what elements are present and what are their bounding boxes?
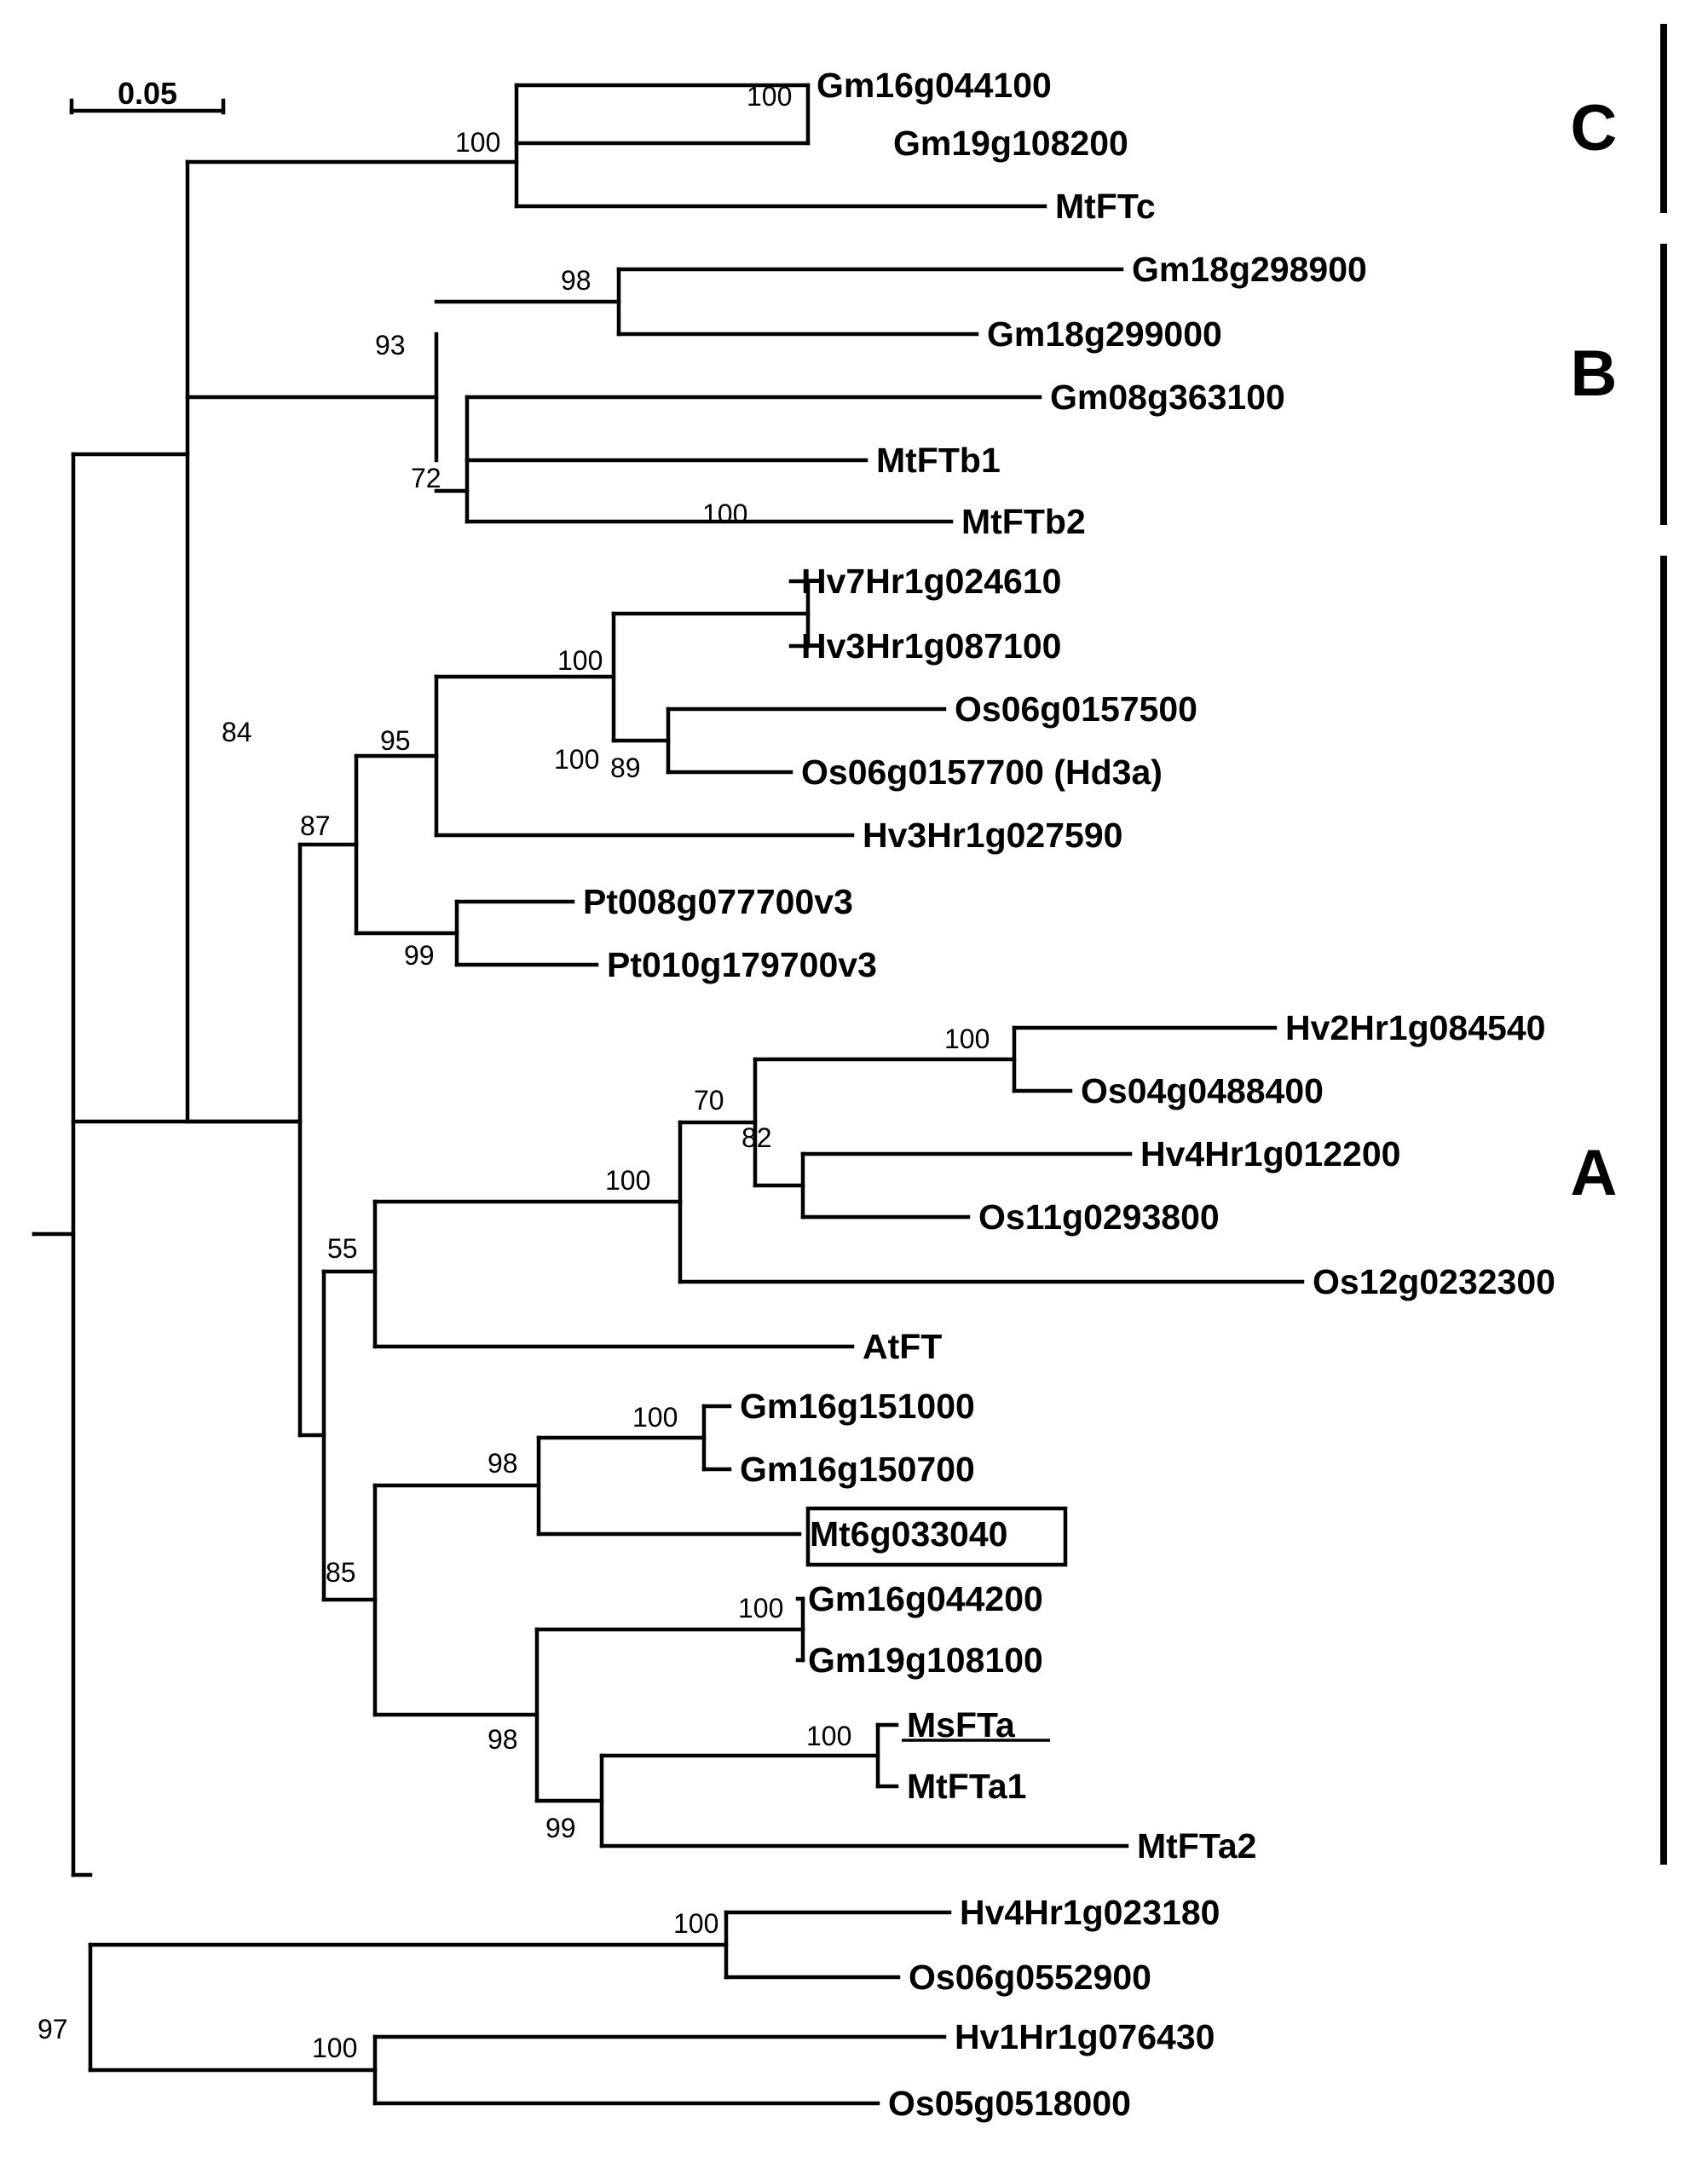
support-value: 98 (561, 265, 591, 296)
leaf-label: Pt008g077700v3 (583, 882, 853, 921)
leaf-label: Os11g0293800 (978, 1197, 1220, 1237)
support-value: 95 (380, 725, 411, 756)
support-value: 99 (545, 1813, 576, 1843)
leaf-label: Gm16g151000 (740, 1387, 975, 1426)
highlight-box (805, 1506, 1068, 1567)
leaf-label: Os04g0488400 (1081, 1071, 1324, 1110)
support-value: 100 (632, 1402, 678, 1433)
support-value: 100 (806, 1721, 851, 1751)
leaf-label: Hv2Hr1g084540 (1285, 1008, 1545, 1047)
support-value: 98 (488, 1448, 518, 1479)
support-value: 100 (605, 1165, 650, 1196)
support-value: 72 (411, 463, 441, 493)
leaf-label: Os12g0232300 (1313, 1262, 1555, 1301)
leaf-label: Pt010g179700v3 (607, 945, 877, 984)
leaf-label: Gm19g108100 (808, 1641, 1043, 1680)
support-value: 100 (747, 81, 792, 112)
scale-bar-label: 0.05 (118, 76, 177, 111)
support-value: 98 (488, 1724, 518, 1755)
support-value: 84 (222, 717, 252, 747)
leaf-label: Mt6g033040 (810, 1514, 1007, 1554)
leaf-label: Os06g0157700 (Hd3a) (801, 753, 1163, 792)
clade-a-letter: A (1571, 1137, 1618, 1209)
leaf-label: Gm16g044200 (808, 1579, 1043, 1618)
support-value: 82 (741, 1122, 772, 1153)
support-value: 100 (944, 1024, 990, 1054)
leaf-label: Hv3Hr1g087100 (801, 626, 1061, 666)
support-value: 100 (557, 645, 603, 676)
support-value: 100 (455, 127, 500, 158)
leaf-label: Gm16g150700 (740, 1450, 975, 1489)
leaf-label: Os06g0157500 (955, 689, 1197, 729)
leaf-label: MsFTa (907, 1705, 1016, 1745)
clade-markers: C B A (1571, 24, 1667, 1865)
leaf-label: MtFTb1 (876, 441, 1001, 480)
leaf-label: AtFT (863, 1327, 942, 1366)
leaf-label: Os05g0518000 (888, 2084, 1131, 2123)
leaf-label: Hv4Hr1g012200 (1140, 1134, 1400, 1174)
support-value: 99 (404, 940, 435, 971)
support-value: 100 (312, 2033, 357, 2063)
leaf-label: MtFTa1 (907, 1767, 1026, 1806)
leaf-label: MtFTa2 (1137, 1826, 1256, 1866)
scale-bar: 0.05 (69, 76, 226, 115)
support-value: 87 (300, 810, 331, 841)
support-value: 55 (327, 1233, 358, 1264)
leaf-label: Gm08g363100 (1050, 378, 1285, 417)
clade-b-letter: B (1571, 337, 1618, 410)
clade-c-letter: C (1571, 92, 1618, 164)
support-value: 100 (554, 744, 599, 775)
leaf-label: Gm18g298900 (1132, 250, 1367, 289)
tree-branches (32, 83, 1305, 2106)
leaf-labels: Gm16g044100Gm19g108200MtFTcGm18g298900Gm… (583, 66, 1555, 2123)
support-value: 70 (694, 1085, 724, 1116)
leaf-label: Hv7Hr1g024610 (801, 562, 1061, 601)
support-value: 100 (673, 1908, 718, 1939)
leaf-label: Gm18g299000 (987, 314, 1222, 354)
leaf-label: MtFTb2 (961, 502, 1086, 541)
leaf-label: Gm19g108200 (893, 124, 1128, 163)
leaf-label: Hv4Hr1g023180 (960, 1893, 1220, 1932)
support-value: 97 (38, 2014, 68, 2045)
support-values: 100 100 98 93 72 100 84 100 100 89 95 87 99 100 70 82 10… (38, 81, 990, 2063)
support-value: 93 (375, 330, 406, 360)
support-value: 85 (326, 1557, 356, 1588)
leaf-label: MtFTc (1055, 187, 1156, 226)
leaf-label: Hv1Hr1g076430 (955, 2017, 1215, 2056)
support-value: 100 (738, 1593, 783, 1624)
leaf-label: Os06g0552900 (909, 1958, 1151, 1997)
leaf-label: Gm16g044100 (816, 66, 1052, 105)
leaf-label: Hv3Hr1g027590 (863, 816, 1122, 855)
support-value: 89 (610, 753, 641, 783)
support-value: 100 (702, 499, 747, 529)
